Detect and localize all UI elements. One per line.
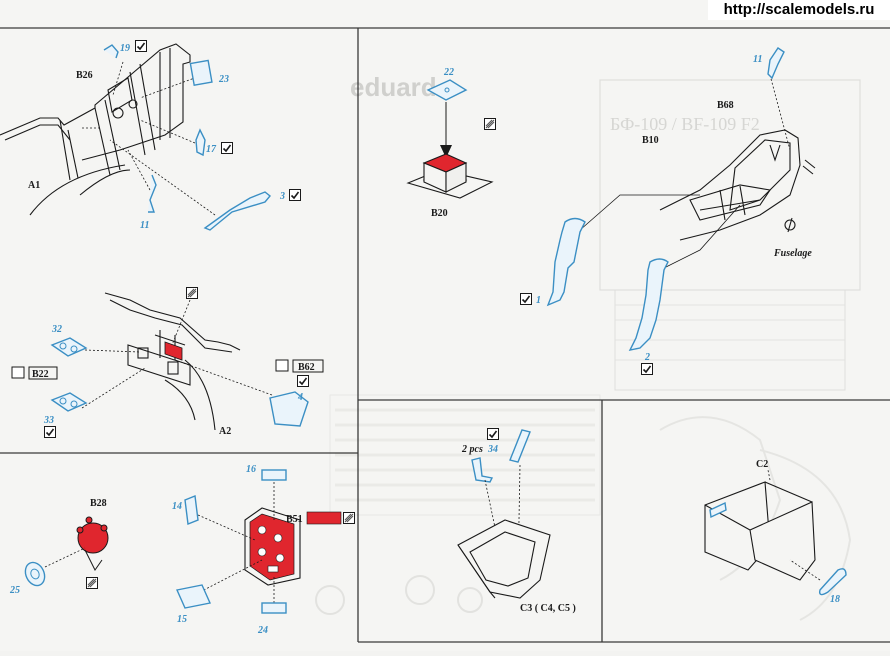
paint-icon	[86, 577, 98, 589]
part-33	[50, 392, 88, 412]
remove-icon	[11, 366, 25, 379]
instrument-panel-b51	[244, 507, 301, 586]
panel-a1: 19 23 17 3 11 B26 A1	[0, 40, 301, 231]
part-34	[509, 429, 531, 463]
label-c3: C3 ( C4, C5 )	[520, 603, 576, 614]
label-2: 2	[644, 352, 650, 363]
part-11	[767, 47, 785, 80]
part-18	[818, 568, 847, 596]
part-24	[261, 602, 287, 614]
paint-swatch	[306, 511, 342, 525]
part-23	[189, 59, 213, 87]
label-11: 11	[140, 220, 149, 231]
label-15: 15	[177, 614, 187, 625]
part-19	[103, 44, 119, 59]
panel-b28-b51: B28 25 16 14 B51 15 24	[9, 464, 355, 636]
label-22: 22	[443, 67, 454, 78]
cockpit-side-a1	[0, 43, 191, 216]
etched-parts-a1	[103, 44, 271, 231]
part-17	[195, 128, 206, 157]
seat-c3	[457, 519, 551, 599]
checkmark-icon	[221, 142, 233, 154]
label-3: 3	[279, 191, 285, 202]
panel-c2: C2 18	[704, 459, 847, 605]
label-a2: A2	[219, 426, 231, 437]
part-3	[203, 191, 271, 231]
placement-lines-a1	[80, 61, 216, 216]
paint-icon	[343, 512, 355, 524]
placement-lines-a2	[81, 299, 273, 409]
panel-dividers	[0, 27, 890, 643]
part-1	[546, 217, 586, 307]
label-b28: B28	[90, 498, 107, 509]
part-2	[628, 258, 669, 351]
panel-c3: 2 pcs 34 C3 ( C4, C5 )	[457, 428, 576, 614]
label-24: 24	[257, 625, 268, 636]
label-b51: B51	[286, 514, 303, 525]
checkmark-icon	[520, 293, 532, 305]
label-17: 17	[206, 144, 217, 155]
checkmark-icon	[135, 40, 147, 52]
checkmark-icon	[487, 428, 499, 440]
label-b62: B62	[298, 362, 315, 373]
part-25	[24, 561, 46, 587]
part-16	[261, 469, 287, 481]
etched-parts-b51	[176, 469, 287, 614]
etched-parts-a2	[50, 337, 309, 427]
label-14: 14	[172, 501, 182, 512]
part-4	[269, 391, 309, 427]
label-b20: B20	[431, 208, 448, 219]
label-c2: C2	[756, 459, 768, 470]
paint-icon	[186, 287, 198, 299]
label-b22: B22	[32, 369, 49, 380]
part-15	[176, 584, 211, 609]
label-33: 33	[43, 415, 54, 426]
label-a1: A1	[28, 180, 40, 191]
checkmark-icon	[297, 375, 309, 387]
part-11a	[148, 174, 157, 213]
label-fuselage: Fuselage	[773, 248, 812, 259]
remove-icon	[275, 359, 289, 372]
label-4: 4	[297, 392, 303, 403]
paint-icon	[484, 118, 496, 130]
etched-parts-fuselage	[546, 47, 785, 351]
placement-lines-b51	[197, 478, 275, 603]
panel-a2: 32 B22 33 B62 4 A2	[11, 287, 324, 438]
panel-b20: 22 B20	[406, 67, 496, 219]
checkmark-icon	[44, 426, 56, 438]
label-34: 34	[487, 444, 498, 455]
label-b26: B26	[76, 70, 93, 81]
site-watermark: http://scalemodels.ru	[708, 0, 890, 20]
checkmark-icon	[641, 363, 653, 375]
label-19: 19	[120, 43, 130, 54]
label-25: 25	[9, 585, 20, 596]
placement-lines-fuselage	[579, 74, 791, 271]
label-18: 18	[830, 594, 840, 605]
part-34	[471, 457, 494, 483]
label-b10: B10	[642, 135, 659, 146]
cockpit-side-a2	[104, 292, 241, 431]
seat-b20	[406, 153, 494, 199]
brand-watermark: eduard	[350, 72, 437, 102]
seat-c2	[704, 481, 816, 581]
label-32: 32	[51, 324, 62, 335]
part-32	[50, 337, 88, 357]
checkmark-icon	[289, 189, 301, 201]
background-title: БФ-109 / BF-109 F2	[610, 114, 760, 134]
label-11: 11	[753, 54, 762, 65]
label-16: 16	[246, 464, 256, 475]
background-print	[315, 79, 861, 621]
b28-part	[76, 516, 109, 571]
label-qty: 2 pcs	[461, 444, 483, 455]
label-1: 1	[536, 295, 541, 306]
label-23: 23	[218, 74, 229, 85]
etched-parts-c3	[471, 429, 531, 483]
fuselage-drawing	[659, 129, 816, 241]
label-b68: B68	[717, 100, 734, 111]
panel-fuselage: 11 B68 B10 Fuselage 1 2	[520, 47, 816, 375]
part-14	[184, 495, 199, 525]
part-22	[426, 79, 468, 101]
